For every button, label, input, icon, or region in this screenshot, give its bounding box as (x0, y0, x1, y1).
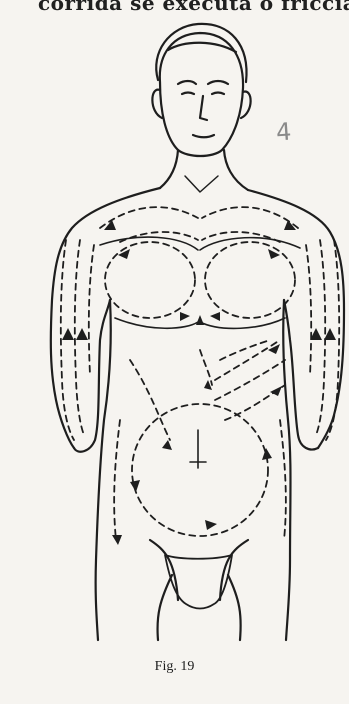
handwritten-page-number: 4 (275, 118, 292, 147)
figure-caption: Fig. 19 (0, 659, 349, 675)
